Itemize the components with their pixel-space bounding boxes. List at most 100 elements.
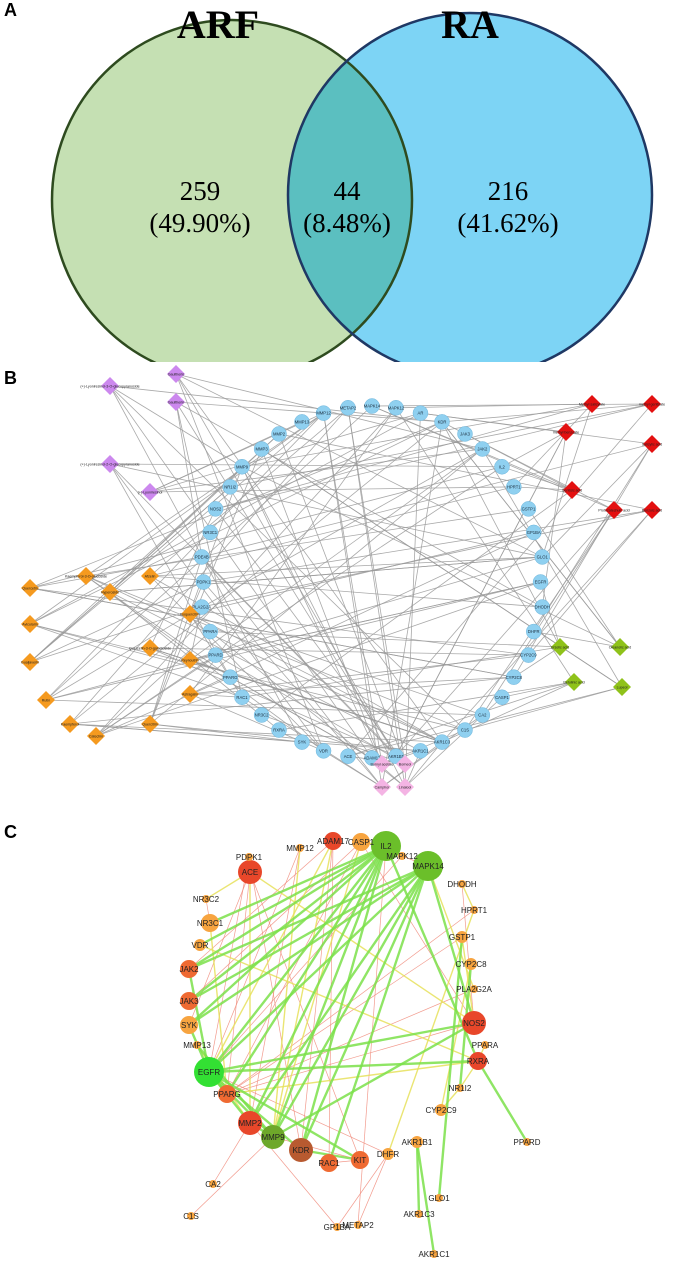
- network-b-edge: [149, 556, 203, 725]
- protein-node: [462, 1011, 486, 1035]
- network-b-edge: [229, 676, 383, 765]
- network-b-edge: [45, 412, 324, 701]
- protein-node: [202, 895, 210, 903]
- network-b-edge: [261, 448, 383, 765]
- compound-node-label: Kaempferol: [61, 723, 80, 727]
- compound-node: [181, 605, 199, 623]
- compound-node-label: Isoquercitrin: [180, 613, 200, 617]
- target-node: [434, 734, 450, 750]
- network-b-edge: [175, 401, 203, 558]
- network-c-edge: [188, 871, 251, 1026]
- compound-node-label: Borneol: [399, 763, 412, 767]
- target-node-label: DHFR: [528, 629, 540, 634]
- compound-node: [565, 673, 583, 691]
- target-node: [315, 743, 332, 759]
- protein-node: [469, 1052, 487, 1070]
- target-node: [525, 524, 542, 541]
- network-c-edge: [226, 1022, 475, 1095]
- compound-node-label: Gaultherin: [168, 401, 185, 405]
- protein-node: [371, 831, 401, 861]
- network-c-edge: [426, 865, 476, 1024]
- protein-node: [180, 992, 198, 1010]
- compound-node: [37, 691, 55, 709]
- protein-node-label: SYK: [181, 1021, 198, 1030]
- target-node-label: SYK: [298, 740, 307, 745]
- target-node-label: EGFR: [535, 580, 547, 585]
- target-node: [388, 748, 404, 764]
- compound-node: [373, 755, 391, 773]
- target-node-label: CYP2C8: [506, 675, 523, 680]
- target-node: [340, 400, 356, 416]
- protein-node: [320, 1154, 338, 1172]
- network-c-edge: [188, 844, 387, 971]
- venn-overlap-percent: (8.48%): [303, 208, 391, 238]
- protein-node: [382, 1148, 394, 1160]
- network-b-edge: [95, 581, 541, 737]
- network-b-edge: [29, 623, 243, 698]
- network-c-edge: [357, 1153, 389, 1226]
- network-c-edge: [461, 883, 475, 911]
- protein-node-label: MAPK12: [386, 852, 418, 861]
- network-b-edge: [109, 591, 421, 752]
- protein-node-label: NR3C2: [193, 895, 220, 904]
- target-node: [494, 689, 510, 706]
- compound-node: [605, 501, 623, 519]
- network-b-edge: [149, 448, 483, 725]
- target-node: [506, 669, 522, 685]
- target-node: [457, 722, 473, 738]
- network-b-edge: [201, 443, 653, 558]
- network-b-edge: [69, 723, 421, 752]
- protein-node-label: EGFR: [198, 1068, 220, 1077]
- panel-letter-b: B: [4, 368, 17, 388]
- compound-node-label: Afzelin: [145, 575, 156, 579]
- target-node-label: PPARA: [203, 629, 217, 634]
- network-b-edge: [278, 681, 575, 731]
- network-b-edge: [241, 466, 383, 765]
- compound-node-label: Hyperoside: [101, 591, 119, 595]
- network-c-edge: [208, 847, 301, 1073]
- network-b-edge: [95, 466, 503, 737]
- network-b-edge: [29, 606, 202, 663]
- network-b-edge: [29, 421, 443, 625]
- network-b-edge: [189, 407, 397, 695]
- protein-node-label: AKR1C1: [418, 1250, 450, 1259]
- network-b-edge: [109, 385, 373, 759]
- compound-node-label: Gaultherin: [168, 373, 185, 377]
- target-node: [534, 599, 550, 615]
- compound-node-label: Gentisic acid: [562, 489, 583, 493]
- compound-node-label: Kaempferol-3-O-glucoside: [65, 575, 107, 579]
- network-b-edge: [201, 556, 383, 788]
- network-b-edge: [29, 556, 202, 589]
- target-node-label: PLA2G2A: [192, 605, 211, 610]
- compound-node-label: (+)-Lyoniresinol: [138, 491, 163, 495]
- protein-node-label: PPARD: [514, 1138, 541, 1147]
- network-b-edge: [347, 407, 406, 788]
- compound-node: [613, 678, 631, 696]
- target-node-label: AKR1C3: [434, 740, 451, 745]
- target-node: [253, 707, 270, 723]
- network-b-edge: [501, 681, 575, 698]
- target-node: [340, 748, 356, 764]
- target-node: [364, 398, 380, 414]
- network-c-edge: [415, 1141, 421, 1215]
- target-node: [506, 479, 522, 495]
- network-b-edge: [175, 373, 443, 743]
- protein-node-label: PPARG: [213, 1090, 240, 1099]
- network-b-edge: [513, 486, 573, 491]
- target-node-label: NR3C2: [255, 713, 269, 718]
- protein-node: [458, 880, 466, 888]
- network-b-edge: [149, 486, 514, 577]
- protein-node-label: MMP12: [286, 844, 314, 853]
- target-node-label: ADAM17: [364, 756, 381, 761]
- network-c-edge: [208, 865, 429, 1073]
- network-b-edge: [85, 575, 466, 731]
- network-c-edge: [476, 1060, 529, 1143]
- protein-node: [435, 1194, 443, 1202]
- target-node-label: NR3C1: [203, 530, 217, 535]
- network-c-edge: [199, 944, 479, 1062]
- compound-node-label: Guaijaverin: [21, 661, 39, 665]
- compound-node-label: Benzoic acid: [642, 509, 662, 513]
- venn-right-title: RA: [441, 2, 499, 47]
- network-c-edge: [248, 845, 388, 1124]
- target-node: [520, 501, 537, 517]
